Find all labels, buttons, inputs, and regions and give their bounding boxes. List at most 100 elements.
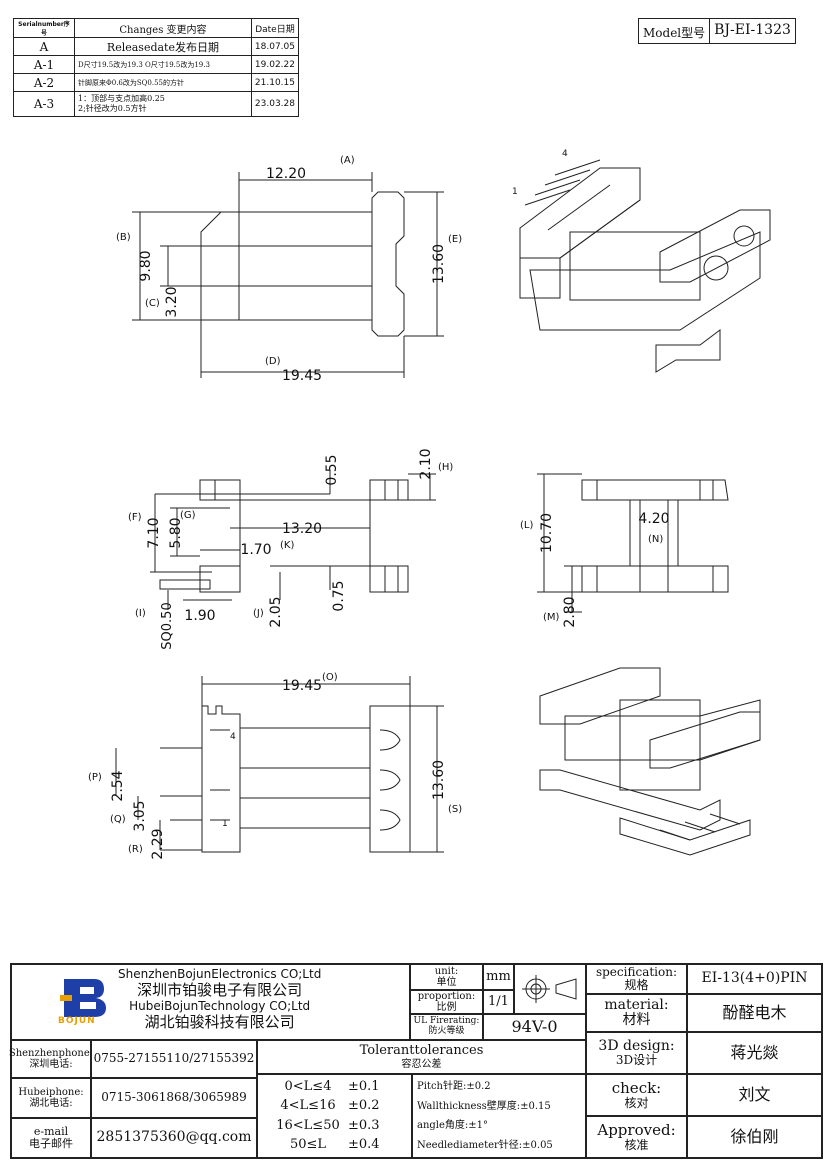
end-view	[537, 473, 729, 613]
dim-text: 0.75	[331, 580, 347, 611]
rev-change: Releasedate发布日期	[74, 37, 252, 56]
unit-label-cell: unit:单位	[410, 964, 483, 990]
logo-text: BOJUN	[58, 1016, 96, 1026]
dim-text: 9.80	[138, 250, 154, 281]
dim-tag: (L)	[520, 520, 533, 531]
dim-tag: (E)	[448, 234, 462, 245]
rev-serial: A-2	[13, 73, 75, 92]
dim-tag: (A)	[340, 155, 355, 166]
dim-text: SQ0.50	[160, 602, 175, 649]
technical-drawing: 12.20 (A) (B) 9.80 (C) 3.20 13.60 (E) 19…	[88, 149, 771, 860]
dim-text: 2.54	[110, 770, 126, 801]
dim-text: 7.10	[146, 517, 162, 548]
dim-text: 4.20	[638, 511, 669, 527]
pin-label: 1	[222, 819, 228, 829]
email: 2851375360@qq.com	[91, 1118, 257, 1158]
dim-text: 3.20	[164, 286, 180, 317]
proportion-label-cell: proportion:比例	[410, 990, 483, 1014]
dim-text: 2.80	[562, 596, 578, 627]
top-view	[132, 172, 444, 378]
dim-tag: (C)	[145, 298, 160, 309]
approved-label-cell: Approved:核准	[586, 1116, 687, 1158]
dim-tag: (O)	[322, 672, 338, 683]
company-name-en: ShenzhenBojunElectronics CO;Ltd	[118, 967, 322, 981]
rev-date: 23.03.28	[250, 91, 300, 117]
model-label: Model型号	[639, 19, 711, 43]
note-item: angle角度:±1°	[417, 1120, 489, 1132]
dim-text: 19.45	[282, 678, 322, 694]
dim-tag: (D)	[265, 356, 281, 367]
rev-row: A-2 针脚原来Φ0.6改为SQ0.55的方针 21.10.15	[13, 73, 300, 92]
side-view	[150, 470, 436, 610]
revision-table: Serialnumber序号 Changes 变更内容 Date日期 A Rel…	[13, 18, 300, 117]
dim-tag: (P)	[88, 772, 102, 783]
company-name-cn: 湖北铂骏科技有限公司	[144, 1013, 295, 1031]
tolerance-list: 0<L≤4±0.1 4<L≤16±0.2 16<L≤50±0.3 50≤L±0.…	[257, 1074, 412, 1158]
model-value: BJ-EI-1323	[714, 22, 791, 38]
approved-value: 徐伯刚	[687, 1116, 822, 1158]
dim-tag: (H)	[438, 462, 453, 473]
dim-tag: (Q)	[110, 814, 126, 825]
check-value: 刘文	[687, 1074, 822, 1116]
notes-list: Pitch针距:±0.2 Wallthickness壁厚度:±0.15 angl…	[412, 1074, 586, 1158]
material-value: 酚醛电木	[687, 994, 822, 1032]
note-item: Wallthickness壁厚度:±0.15	[417, 1100, 551, 1112]
ul-value: 94V-0	[483, 1014, 586, 1040]
dim-text: 13.20	[282, 521, 322, 537]
tolerance-title-cell: Toleranttolerances 容忍公差	[257, 1040, 586, 1074]
title-block: BOJUN ShenzhenBojunElectronics CO;Ltd 深圳…	[9, 963, 823, 1159]
dim-text: 1.90	[184, 608, 215, 624]
projection-symbol	[514, 964, 586, 1014]
tolerance-row: 0<L≤4±0.1	[284, 1078, 380, 1094]
unit-value: mm	[483, 964, 514, 990]
rev-change-line: 1：顶部与支点加高0.25	[78, 94, 165, 104]
dim-tag: (G)	[180, 510, 196, 521]
isometric-view-bottom	[539, 667, 761, 856]
pin-label: 4	[230, 732, 236, 742]
company-cell: BOJUN ShenzhenBojunElectronics CO;Ltd 深圳…	[11, 964, 410, 1040]
note-item: Needlediameter针径:±0.05	[417, 1139, 553, 1151]
dim-text: 2.05	[268, 596, 284, 627]
hb-phone-label-cell: Hubeiphone:湖北电话:	[11, 1078, 91, 1118]
material-label-cell: material:材料	[586, 994, 687, 1032]
bottom-view	[115, 676, 444, 853]
design-label-cell: 3D design:3D设计	[586, 1032, 687, 1074]
dim-text: 1.70	[240, 542, 271, 558]
ul-label-cell: UL Firerating:防火等级	[410, 1014, 483, 1040]
dim-text: 13.60	[431, 244, 447, 284]
sz-phone: 0755-27155110/27155392	[91, 1040, 257, 1078]
hb-phone: 0715-3061868/3065989	[91, 1078, 257, 1118]
tolerance-row: 16<L≤50±0.3	[276, 1117, 380, 1133]
rev-serial: A-3	[13, 91, 75, 117]
spec-value: EI-13(4+0)PIN	[687, 964, 822, 994]
tolerance-row: 4<L≤16±0.2	[280, 1098, 380, 1114]
dim-text: 12.20	[266, 166, 306, 182]
bojun-logo: BOJUN	[58, 975, 110, 1029]
pin-label: 1	[512, 187, 518, 197]
dim-tag: (M)	[543, 612, 560, 623]
dim-text: 0.55	[324, 454, 340, 485]
dim-tag: (J)	[253, 608, 264, 619]
company-name-cn: 深圳市铂骏电子有限公司	[137, 981, 303, 999]
dim-tag: (K)	[280, 540, 294, 551]
dim-text: 10.70	[539, 513, 555, 553]
rev-row: A-3 1：顶部与支点加高0.25 2;针径改为0.5方针 23.03.28	[13, 91, 300, 117]
dim-tag: (S)	[448, 804, 462, 815]
dim-text: 19.45	[282, 368, 322, 384]
rev-change-line: 2;针径改为0.5方针	[78, 104, 147, 113]
isometric-view-top	[519, 159, 771, 373]
model-box: Model型号 BJ-EI-1323	[638, 18, 796, 44]
dim-tag: (I)	[135, 608, 146, 619]
company-name-en: HubeiBojunTechnology CO;Ltd	[129, 999, 311, 1013]
proportion-value: 1/1	[483, 990, 514, 1014]
dim-text: 3.05	[132, 800, 148, 831]
check-label-cell: check:核对	[586, 1074, 687, 1116]
dim-tag: (R)	[128, 844, 143, 855]
dim-text: 13.60	[431, 760, 447, 800]
sz-phone-label-cell: Shenzhenphone:深圳电话:	[9, 1040, 93, 1078]
dim-text: 5.80	[168, 517, 184, 548]
design-value: 蒋光燚	[687, 1032, 822, 1074]
rev-serial: A-1	[13, 55, 75, 74]
dim-text: 2.10	[418, 448, 434, 479]
